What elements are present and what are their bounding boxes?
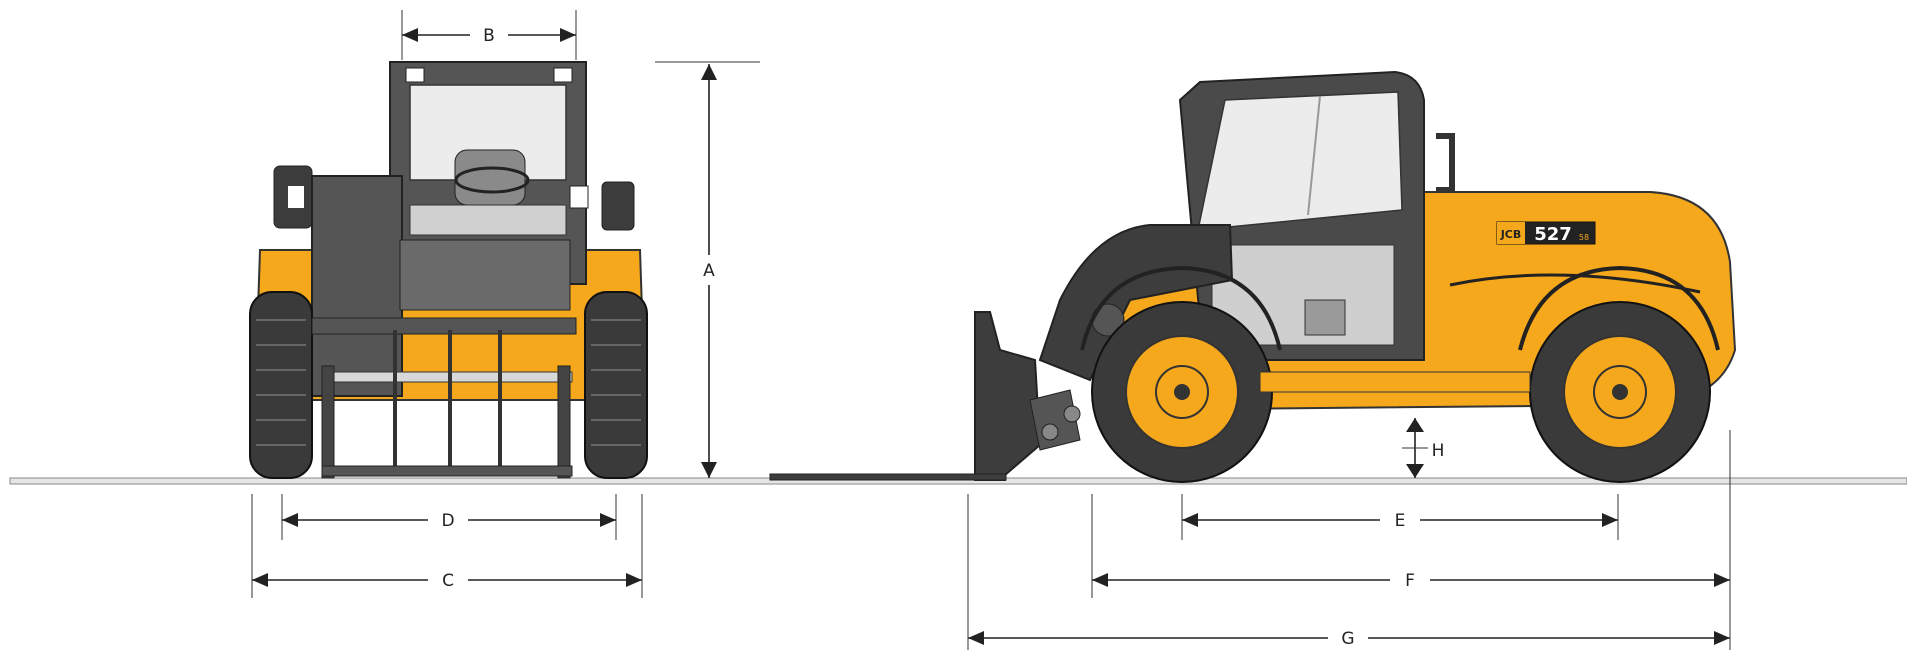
badge-model: 527 xyxy=(1534,224,1572,245)
dimension-b: B xyxy=(401,10,577,60)
dimension-c: C xyxy=(251,494,643,598)
dimension-e: E xyxy=(1181,494,1619,540)
dimension-a: A xyxy=(655,61,760,478)
dimension-g: G xyxy=(967,494,1731,650)
dimension-c-label: C xyxy=(442,571,454,591)
dimension-f-label: F xyxy=(1405,571,1415,591)
side-view: JCB 527 58 xyxy=(769,70,1737,483)
dimension-h: H xyxy=(1402,418,1444,478)
front-view xyxy=(249,61,648,479)
badge-brand: JCB xyxy=(1500,228,1522,241)
dimension-d: D xyxy=(281,494,617,540)
dimension-f: F xyxy=(1091,430,1731,598)
model-badge: JCB 527 58 xyxy=(1496,221,1596,245)
dimension-b-label: B xyxy=(483,26,495,46)
dimension-a-label: A xyxy=(703,261,715,281)
dimension-e-label: E xyxy=(1395,511,1406,531)
dimension-h-label: H xyxy=(1432,441,1445,461)
badge-suffix: 58 xyxy=(1579,233,1589,242)
dimension-g-label: G xyxy=(1341,629,1354,649)
dimension-d-label: D xyxy=(441,511,454,531)
